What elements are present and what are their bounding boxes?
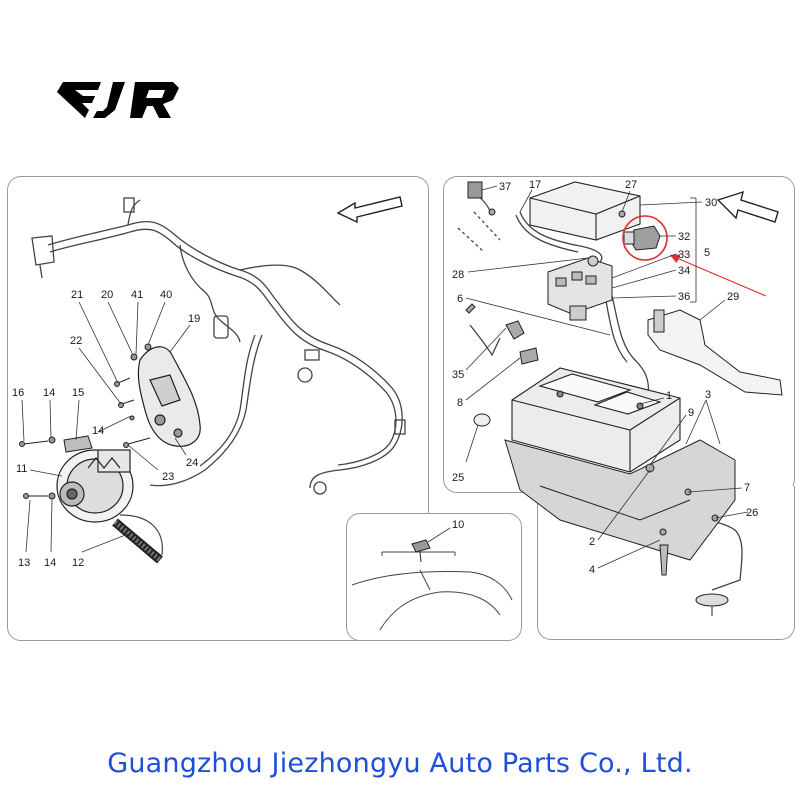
- panel-battery-fusebox: [443, 176, 795, 493]
- logo-mark: [57, 82, 179, 118]
- panel-battery-fusebox-lower: [537, 486, 795, 640]
- panel-ground-stud-inset: [346, 513, 522, 641]
- company-logo: [55, 70, 195, 126]
- company-name-footer: Guangzhou Jiezhongyu Auto Parts Co., Ltd…: [107, 748, 693, 779]
